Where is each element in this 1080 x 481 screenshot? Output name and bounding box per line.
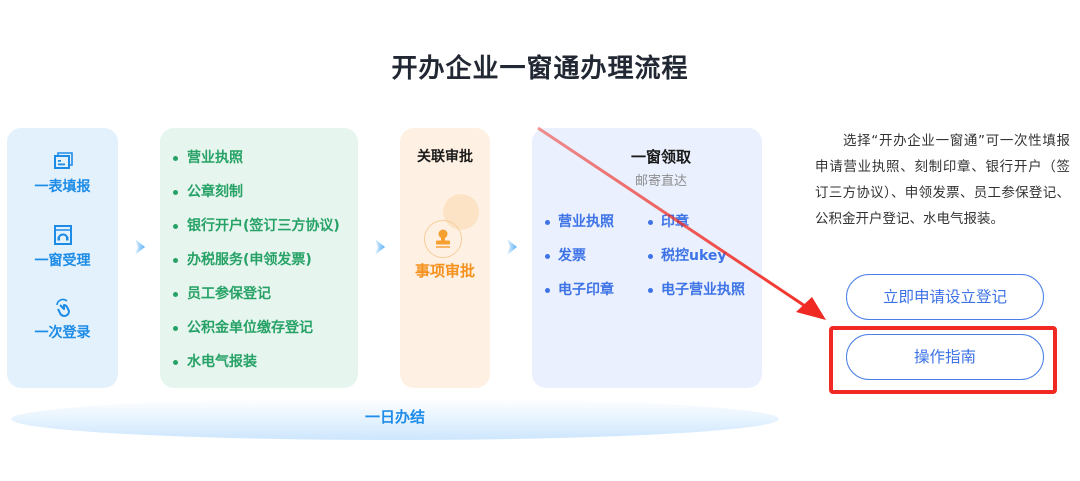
collect-item: 税控ukey — [645, 246, 765, 266]
chevron-right-icon — [135, 239, 145, 255]
chevron-right-icon — [375, 239, 385, 255]
click-hand-icon — [55, 298, 70, 317]
step-window: 一窗受理 — [7, 224, 118, 270]
services-list: 营业执照 公章刻制 银行开户(签订三方协议) 办税服务(申领发票) 员工参保登记… — [169, 148, 340, 386]
services-card: 营业执照 公章刻制 银行开户(签订三方协议) 办税服务(申领发票) 员工参保登记… — [160, 128, 358, 388]
collect-card: 一窗领取 邮寄直达 营业执照 印章 发票 税控ukey 电子印章 电子营业执照 — [532, 128, 762, 388]
footer-band-label: 一日办结 — [364, 408, 425, 426]
step-label: 一窗受理 — [34, 253, 91, 269]
collect-item: 发票 — [542, 246, 645, 266]
collect-items: 营业执照 印章 发票 税控ukey 电子印章 电子营业执照 — [542, 212, 765, 300]
service-item: 银行开户(签订三方协议) — [169, 216, 340, 250]
page-title: 开办企业一窗通办理流程 — [391, 54, 689, 84]
collect-item: 印章 — [645, 212, 765, 232]
chevron-right-icon — [507, 239, 517, 255]
service-item: 水电气报装 — [169, 352, 340, 386]
collect-item: 营业执照 — [542, 212, 645, 232]
step-form: 一表填报 — [7, 150, 118, 196]
apply-registration-button[interactable]: 立即申请设立登记 — [846, 274, 1044, 320]
stamp-icon — [436, 229, 450, 248]
service-item: 员工参保登记 — [169, 284, 340, 318]
approval-card: 关联审批 事项审批 — [400, 128, 490, 388]
collect-item: 电子印章 — [542, 280, 645, 300]
operation-guide-button[interactable]: 操作指南 — [846, 334, 1044, 380]
service-item: 营业执照 — [169, 148, 340, 182]
service-item: 办税服务(申领发票) — [169, 250, 340, 284]
step-label: 一表填报 — [34, 179, 91, 195]
service-item: 公积金单位缴存登记 — [169, 318, 340, 352]
approval-label: 事项审批 — [414, 262, 475, 280]
collect-subtitle: 邮寄直达 — [634, 174, 687, 189]
steps-card: 一表填报 一窗受理 一次登录 — [7, 128, 118, 388]
footer-band — [11, 398, 779, 440]
approval-title: 关联审批 — [417, 149, 473, 165]
collect-item: 电子营业执照 — [645, 280, 765, 300]
step-label: 一次登录 — [34, 325, 91, 341]
service-window-icon — [53, 225, 72, 245]
collect-title: 一窗领取 — [630, 148, 691, 166]
form-card-icon — [53, 152, 73, 169]
description-text: 选择“开办企业一窗通”可一次性填报申请营业执照、刻制印章、银行开户（签订三方协议… — [815, 133, 1070, 227]
stamp-badge — [424, 220, 462, 258]
service-item: 公章刻制 — [169, 182, 340, 216]
step-login: 一次登录 — [7, 296, 118, 342]
